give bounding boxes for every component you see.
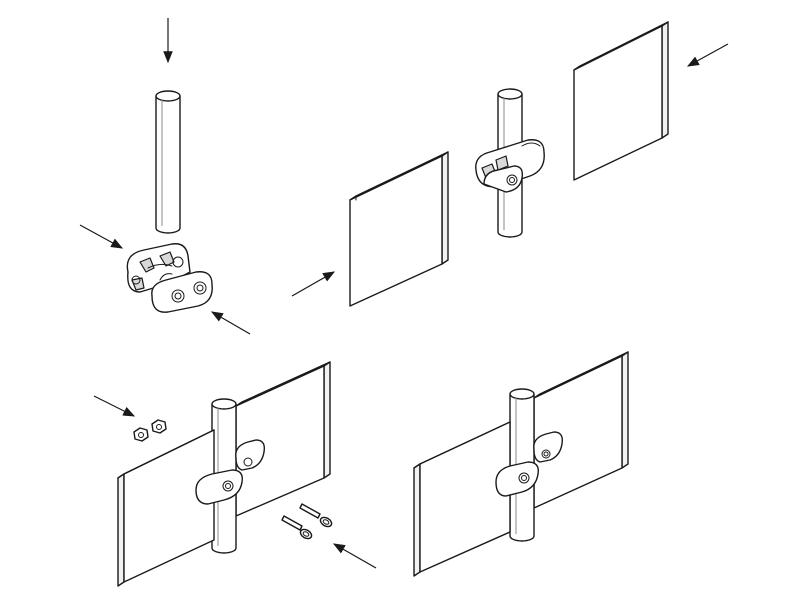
step-4-final-assembly xyxy=(413,351,629,577)
step-1-tube-and-clamp xyxy=(79,18,251,335)
step-3-fasten-with-bolts xyxy=(93,361,377,587)
bolt xyxy=(299,503,333,528)
clamp-assembled xyxy=(195,439,266,505)
insert-arrow-panel-right xyxy=(686,43,729,67)
insert-arrow-right-clamp xyxy=(210,311,251,335)
bolt xyxy=(281,515,313,540)
tube xyxy=(155,90,181,234)
panel-left-final xyxy=(413,421,511,577)
panel-right-final xyxy=(533,351,629,509)
nut xyxy=(133,427,149,442)
tube-with-clamp xyxy=(475,88,545,238)
insert-arrow-panel-left xyxy=(291,271,336,297)
insert-arrow-left-clamp xyxy=(79,224,124,249)
clamp-final xyxy=(495,431,564,497)
step-2-panels-and-clamped-tube xyxy=(291,21,729,307)
insert-arrow-nuts xyxy=(93,395,136,417)
panel-left-front xyxy=(117,429,215,587)
panel-left xyxy=(349,151,449,307)
clamp-half-right xyxy=(151,271,213,313)
nut xyxy=(151,419,167,434)
panel-right-back xyxy=(235,361,331,517)
panel-right xyxy=(573,21,669,181)
insert-arrow-bolts xyxy=(332,543,377,569)
